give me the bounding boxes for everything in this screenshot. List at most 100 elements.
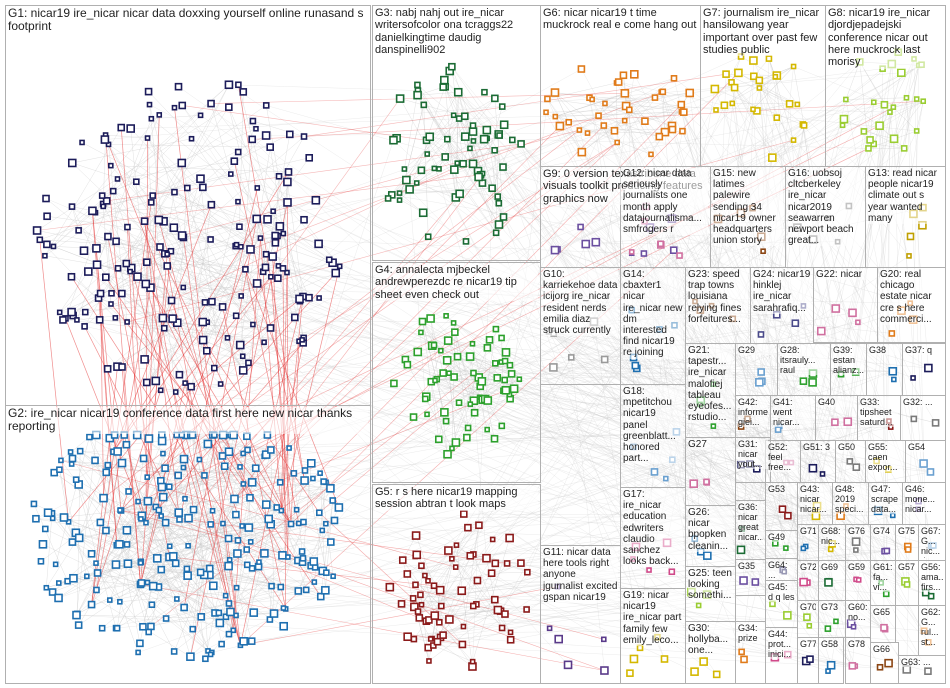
graph-edge — [108, 144, 271, 148]
network-node — [140, 355, 149, 364]
group-label-g31: G31: nicar yout... — [738, 439, 768, 470]
graph-edge — [555, 116, 660, 137]
network-node — [232, 312, 240, 320]
network-node — [168, 314, 177, 323]
network-node — [98, 624, 106, 632]
graph-edge — [270, 482, 327, 525]
network-node — [207, 236, 214, 243]
graph-edge — [434, 380, 469, 429]
network-node — [99, 493, 108, 503]
graph-edge — [772, 58, 915, 604]
network-node — [114, 265, 122, 272]
graph-edge — [71, 206, 742, 653]
graph-edge — [88, 227, 174, 272]
group-label-g66: G66 — [873, 644, 896, 655]
network-node — [311, 579, 318, 585]
graph-edge — [389, 527, 469, 588]
network-node — [235, 198, 241, 205]
graph-edge — [916, 101, 924, 131]
graph-edge — [772, 125, 843, 158]
highlight-edge — [145, 114, 160, 523]
network-node — [103, 365, 112, 373]
graph-edge — [44, 127, 122, 256]
network-node — [291, 313, 299, 322]
graph-edge — [116, 558, 158, 629]
graph-edge — [201, 541, 331, 618]
network-node — [156, 112, 163, 118]
graph-edge — [547, 98, 760, 383]
group-label-g55: G55: caen expor... — [868, 442, 903, 473]
highlight-edge — [240, 342, 304, 646]
group-label-g50: G50 — [838, 442, 863, 453]
graph-edge — [548, 331, 906, 582]
graph-edge — [547, 98, 630, 111]
graph-edge — [671, 218, 751, 465]
graph-edge — [873, 143, 905, 149]
network-node — [152, 554, 162, 563]
graph-edge — [434, 380, 829, 583]
network-node — [334, 503, 344, 512]
graph-edge — [472, 150, 495, 662]
group-label-g67: G67: G... nic... tip... sc... — [921, 526, 943, 558]
graph-edge — [456, 545, 473, 667]
group-label-g58: G58 — [821, 639, 841, 650]
graph-edge — [282, 268, 833, 545]
highlight-edge — [252, 100, 924, 140]
graph-edge — [183, 467, 324, 482]
network-node — [163, 262, 172, 270]
network-node — [248, 135, 257, 144]
graph-edge — [391, 194, 581, 228]
graph-edge — [229, 559, 284, 609]
graph-edge — [151, 202, 340, 267]
network-node — [124, 319, 130, 325]
graph-edge — [137, 434, 271, 525]
graph-edge — [448, 373, 457, 443]
graph-edge — [105, 134, 148, 139]
graph-edge — [391, 156, 446, 196]
graph-edge — [102, 471, 931, 629]
graph-edge — [304, 470, 327, 573]
graph-edge — [421, 525, 480, 605]
highlight-edge — [105, 134, 141, 585]
graph-edge — [121, 462, 188, 570]
graph-edge — [239, 147, 271, 346]
group-label-g29: G29 — [738, 345, 775, 356]
graph-edge — [256, 218, 817, 516]
graph-edge — [230, 434, 321, 597]
network-node — [42, 194, 50, 203]
graph-edge — [893, 100, 924, 108]
highlight-edge — [150, 372, 474, 627]
network-node — [117, 598, 123, 605]
graph-edge — [46, 513, 53, 588]
graph-edge — [144, 178, 201, 360]
graph-edge — [426, 396, 471, 405]
graph-edge — [437, 632, 511, 642]
network-node — [81, 323, 88, 330]
graph-edge — [482, 106, 503, 174]
graph-edge — [128, 458, 185, 492]
network-node — [336, 263, 343, 270]
graph-edge — [147, 138, 152, 203]
network-node — [266, 143, 274, 151]
network-node — [236, 223, 243, 231]
group-label-g77: G77 — [800, 639, 816, 650]
graph-edge — [438, 168, 665, 660]
graph-edge — [46, 190, 114, 245]
graph-edge — [455, 139, 485, 198]
graph-edge — [265, 105, 301, 302]
graph-edge — [843, 65, 919, 120]
network-node — [207, 521, 214, 528]
network-node — [174, 596, 180, 602]
network-node — [67, 307, 76, 317]
highlight-edge — [182, 129, 580, 236]
highlight-edge — [234, 173, 483, 500]
group-label-g78: G78 — [848, 639, 868, 650]
graph-edge — [121, 293, 212, 302]
network-node — [100, 135, 110, 144]
graph-edge — [445, 315, 810, 626]
network-node — [68, 203, 76, 210]
network-node — [299, 337, 305, 343]
graph-edge — [409, 189, 460, 195]
graph-edge — [436, 378, 505, 381]
group-label-g28: G28: itsrauly... raul — [780, 345, 828, 376]
